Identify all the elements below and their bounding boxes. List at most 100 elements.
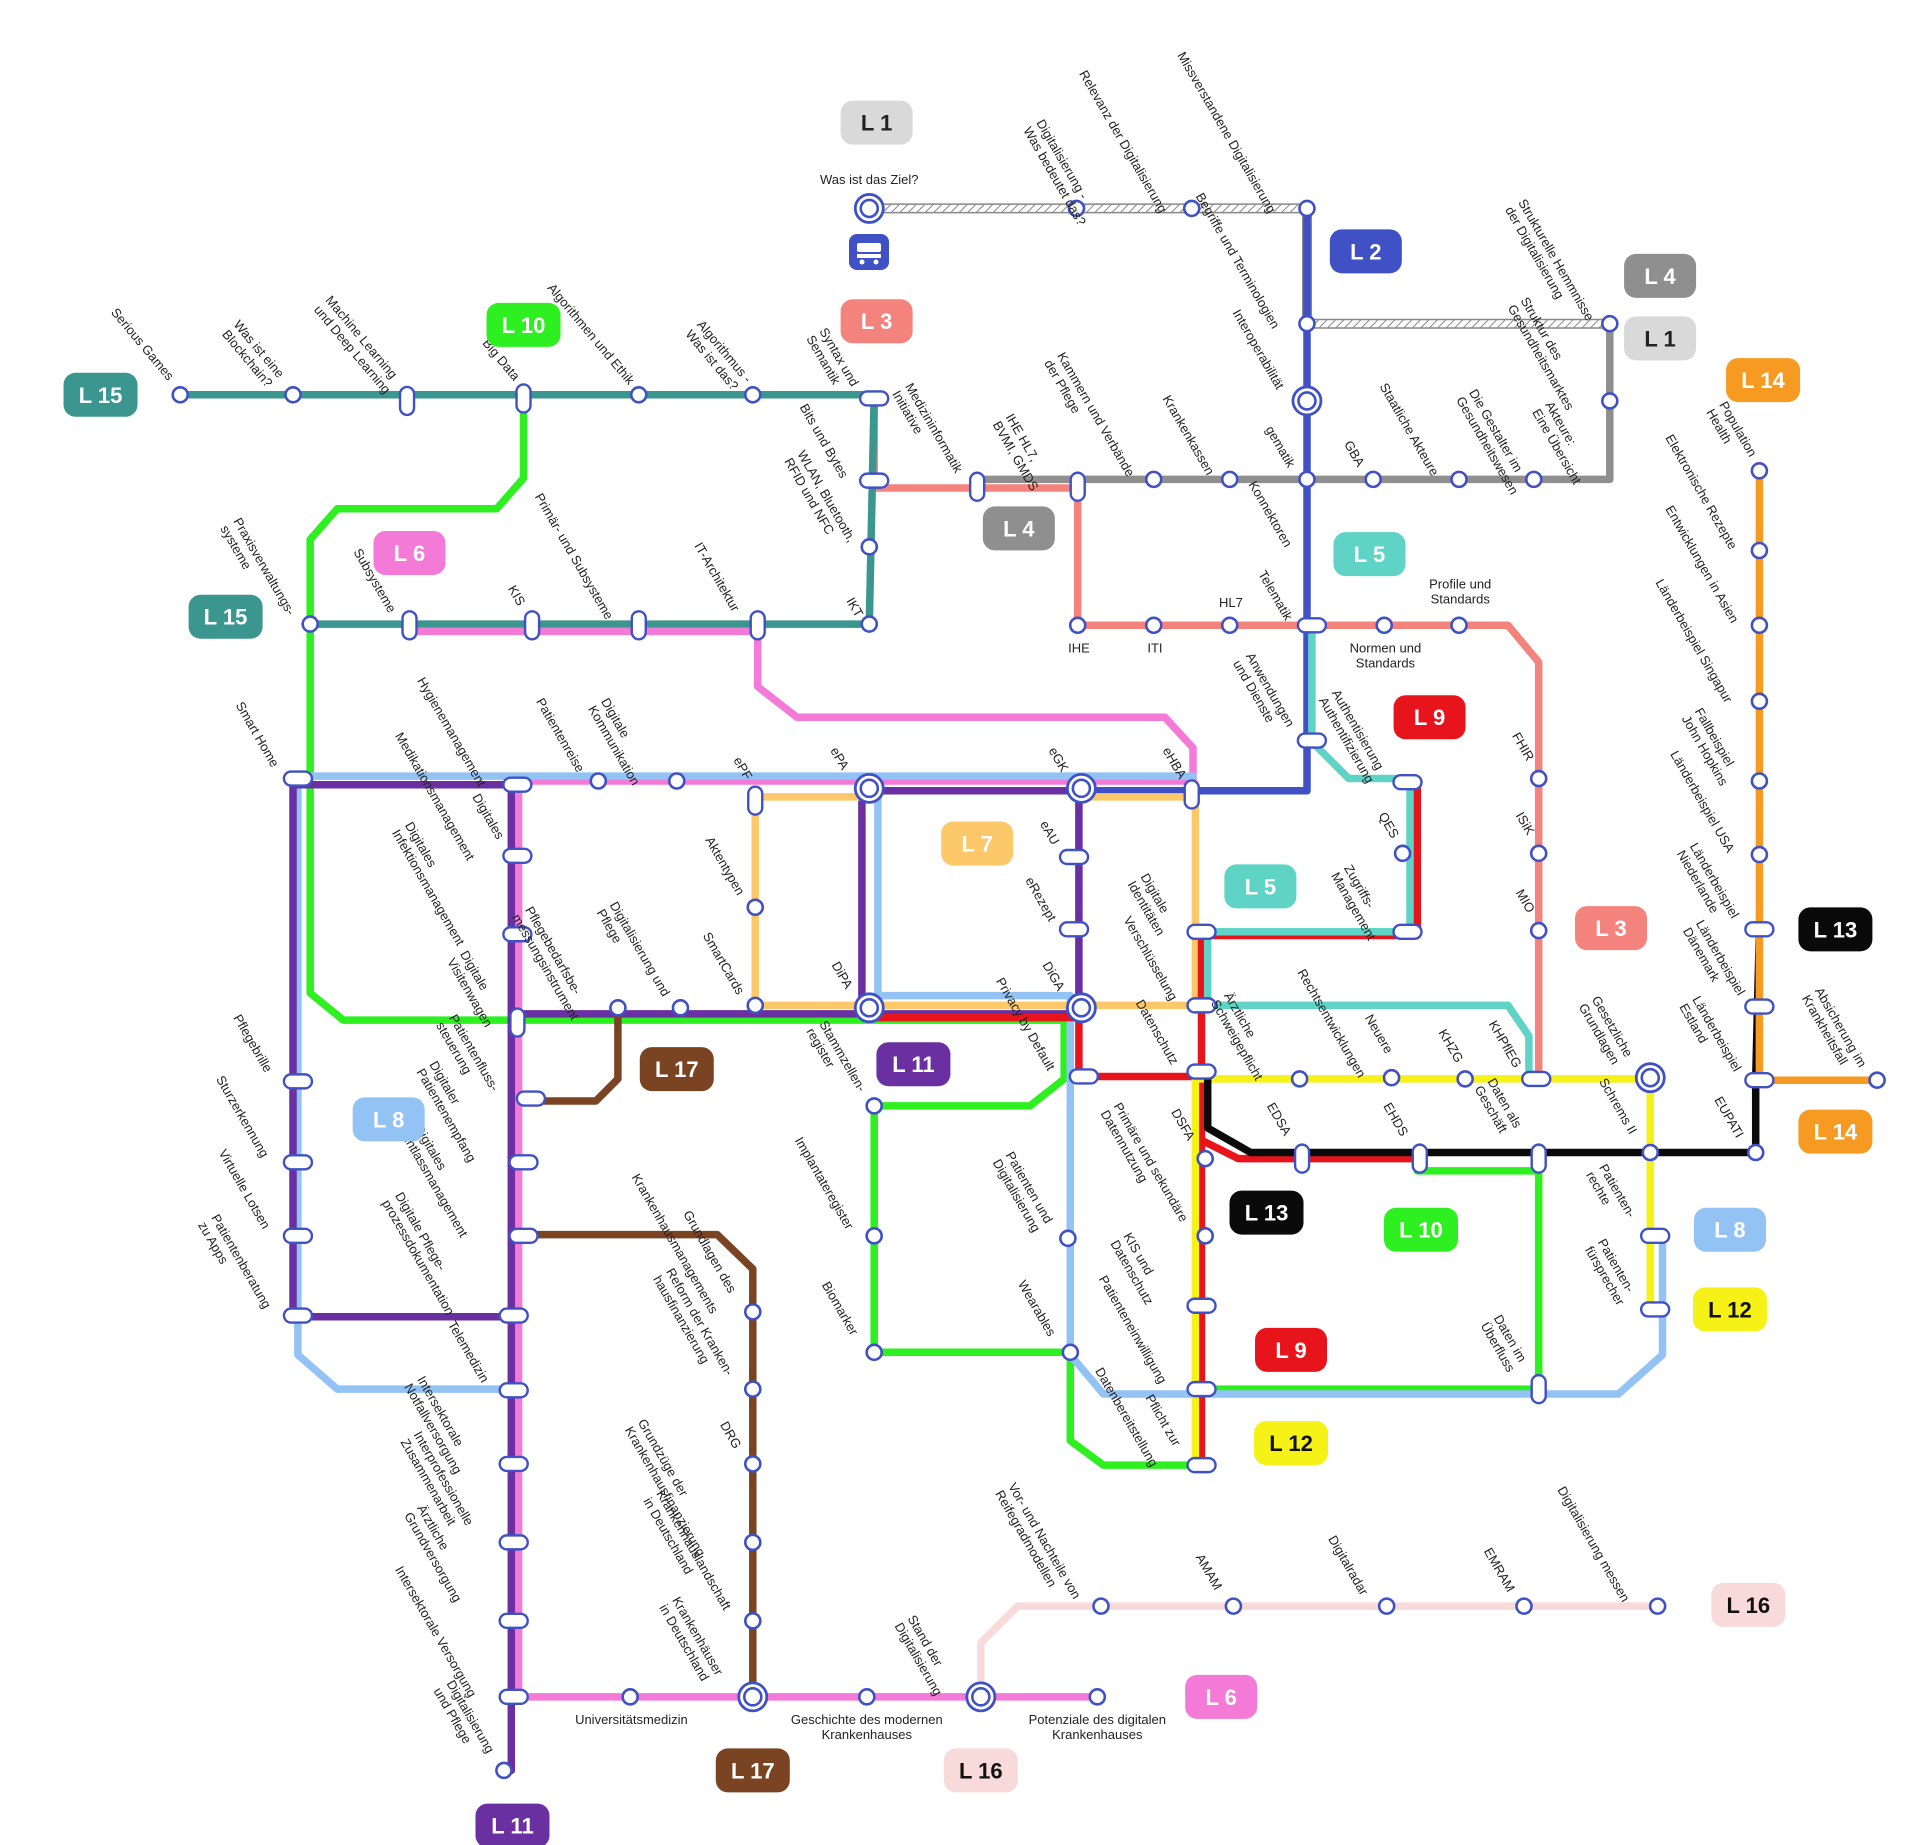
station-marker[interactable]: [629, 385, 648, 404]
station-marker[interactable]: [747, 785, 764, 816]
station-marker[interactable]: [743, 1303, 762, 1321]
line-badge-l14b[interactable]: L 14: [1798, 1109, 1873, 1154]
station-marker[interactable]: [1298, 199, 1316, 218]
station-marker[interactable]: [1224, 1597, 1243, 1615]
station-marker[interactable]: [1641, 1143, 1660, 1162]
station-marker[interactable]: [1744, 921, 1775, 938]
station-marker[interactable]: [398, 385, 416, 417]
station-marker[interactable]: [502, 926, 533, 943]
station-marker[interactable]: [498, 1688, 529, 1706]
station-marker[interactable]: [1524, 470, 1543, 489]
station-marker[interactable]: [1750, 845, 1769, 864]
station-marker[interactable]: [746, 898, 765, 917]
line-badge-l12b[interactable]: L 12: [1254, 1421, 1329, 1466]
station-marker[interactable]: [1067, 199, 1086, 218]
station-marker[interactable]: [1069, 471, 1086, 502]
station-marker[interactable]: [1744, 1071, 1775, 1089]
station-marker[interactable]: [1290, 1070, 1309, 1088]
station-marker[interactable]: [667, 772, 686, 790]
station-marker[interactable]: [515, 1090, 547, 1107]
station-marker[interactable]: [1530, 1373, 1547, 1405]
station-marker[interactable]: [508, 1227, 539, 1245]
station-marker[interactable]: [746, 996, 765, 1015]
line-badge-l9b[interactable]: L 9: [1255, 1327, 1328, 1372]
line-badge-l13b[interactable]: L 13: [1229, 1190, 1304, 1235]
station-marker[interactable]: [1601, 392, 1619, 410]
station-marker[interactable]: [509, 1007, 526, 1038]
station-marker[interactable]: [1529, 921, 1548, 940]
station-marker[interactable]: [498, 1307, 529, 1324]
station-marker[interactable]: [1186, 1297, 1217, 1314]
line-badge-l12a[interactable]: L 12: [1692, 1287, 1767, 1332]
station-marker[interactable]: [860, 615, 879, 633]
station-marker[interactable]: [401, 610, 418, 641]
station-marker[interactable]: [1144, 616, 1163, 635]
station-marker[interactable]: [743, 385, 762, 404]
line-badge-l4a[interactable]: L 4: [1624, 253, 1697, 298]
station-marker[interactable]: [858, 472, 890, 489]
station-marker[interactable]: [1293, 1143, 1311, 1174]
station-marker[interactable]: [743, 1380, 762, 1398]
line-badge-l16b[interactable]: L 16: [943, 1748, 1018, 1793]
station-marker[interactable]: [1186, 1456, 1217, 1474]
station-marker[interactable]: [284, 385, 302, 404]
station-marker[interactable]: [1601, 314, 1619, 333]
station-marker[interactable]: [498, 1534, 529, 1551]
station-marker[interactable]: [1639, 1227, 1671, 1245]
station-marker[interactable]: [1196, 1227, 1215, 1245]
station-marker[interactable]: [301, 615, 319, 633]
station-marker[interactable]: [1515, 1597, 1533, 1615]
station-marker[interactable]: [282, 1073, 314, 1090]
station-marker[interactable]: [743, 1533, 762, 1552]
line-badge-l3b[interactable]: L 3: [1575, 906, 1648, 951]
station-marker[interactable]: [1186, 923, 1217, 941]
station-marker[interactable]: [1750, 772, 1769, 790]
station-marker[interactable]: [858, 1688, 876, 1706]
line-badge-l16a[interactable]: L 16: [1711, 1582, 1786, 1627]
line-badge-l5a[interactable]: L 5: [1333, 532, 1406, 577]
station-marker[interactable]: [508, 1154, 539, 1171]
station-marker[interactable]: [1220, 470, 1239, 489]
station-marker[interactable]: [1068, 616, 1087, 635]
station-marker[interactable]: [865, 1097, 883, 1115]
line-badge-l10b[interactable]: L 10: [1383, 1207, 1458, 1252]
station-marker[interactable]: [1529, 844, 1548, 863]
station-marker[interactable]: [609, 999, 627, 1017]
station-marker[interactable]: [589, 772, 608, 790]
station-marker[interactable]: [1868, 1071, 1886, 1089]
station-marker[interactable]: [1375, 616, 1394, 635]
station-marker[interactable]: [498, 1612, 529, 1630]
station-marker[interactable]: [1088, 1688, 1107, 1706]
line-badge-l6a[interactable]: L 6: [373, 530, 446, 575]
station-marker[interactable]: [498, 1382, 529, 1399]
station-marker[interactable]: [282, 1307, 314, 1324]
station-marker[interactable]: [1450, 616, 1468, 635]
station-marker[interactable]: [1296, 617, 1328, 634]
station-marker[interactable]: [743, 1455, 762, 1473]
line-badge-l8b[interactable]: L 8: [1693, 1207, 1766, 1252]
line-badge-l9a[interactable]: L 9: [1393, 695, 1466, 740]
station-marker[interactable]: [1393, 844, 1412, 863]
station-marker[interactable]: [171, 385, 190, 404]
station-marker[interactable]: [1392, 923, 1423, 941]
station-marker[interactable]: [1530, 1143, 1547, 1174]
station-marker[interactable]: [621, 1688, 639, 1706]
station-marker[interactable]: [523, 610, 541, 641]
station-marker[interactable]: [1529, 769, 1548, 788]
station-marker[interactable]: [1092, 1597, 1110, 1615]
station-marker[interactable]: [282, 770, 314, 787]
line-badge-l11b[interactable]: L 11: [475, 1803, 550, 1845]
station-marker[interactable]: [671, 999, 690, 1017]
line-badge-l15b[interactable]: L 15: [188, 594, 263, 639]
line-badge-l14a[interactable]: L 14: [1726, 358, 1801, 403]
station-marker[interactable]: [502, 847, 533, 864]
station-marker[interactable]: [1298, 470, 1316, 489]
station-marker[interactable]: [282, 1227, 314, 1245]
station-marker[interactable]: [1196, 1149, 1215, 1168]
station-marker[interactable]: [1450, 470, 1468, 489]
station-marker[interactable]: [515, 383, 532, 414]
station-marker[interactable]: [498, 1455, 529, 1473]
station-marker[interactable]: [858, 390, 890, 407]
station-marker[interactable]: [282, 1154, 314, 1171]
station-marker[interactable]: [1456, 1070, 1474, 1088]
